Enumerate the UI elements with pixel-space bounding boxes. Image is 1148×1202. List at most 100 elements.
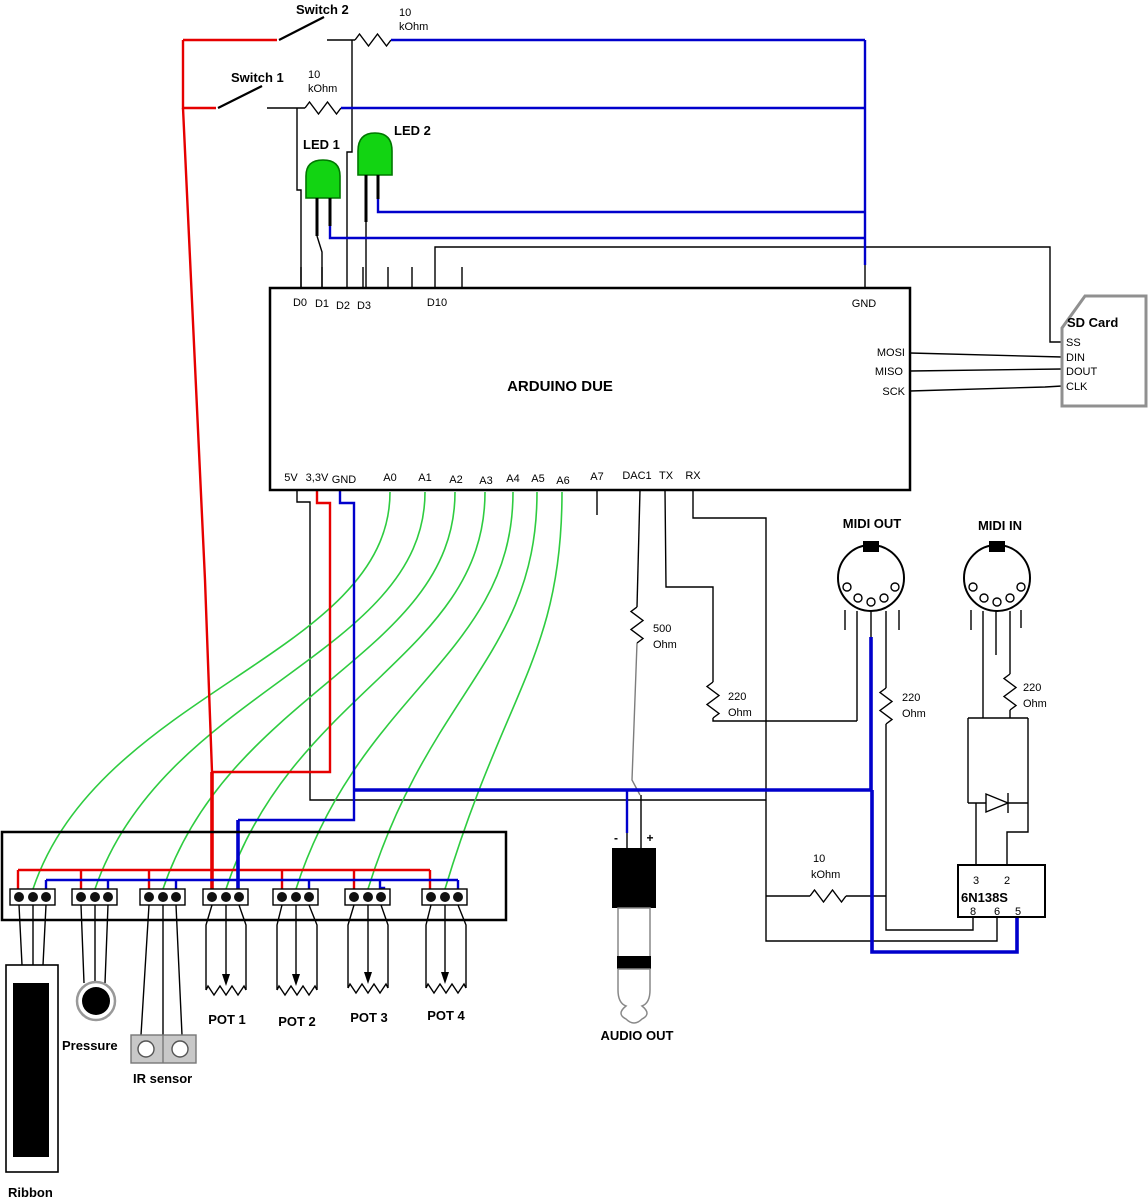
pin-label-a2: A2 — [449, 474, 462, 486]
resistor-500-unit: Ohm — [653, 639, 677, 651]
pot4-wiper-arrow — [441, 972, 449, 984]
wire-a4-block5 — [295, 491, 514, 890]
block-pin — [221, 892, 231, 902]
resistor-sw1-value: 10 — [308, 69, 320, 81]
pot1-resistor — [205, 984, 247, 997]
sd-pin-dout: DOUT — [1066, 366, 1097, 378]
component-labels: Switch 2 Switch 1 LED 1 LED 2 10 kOhm 10… — [208, 2, 1047, 1029]
wire-5v-rail — [296, 490, 766, 801]
resistor-500 — [629, 606, 645, 644]
pot3-frame — [347, 904, 389, 988]
resistor-220-midiin — [1002, 673, 1018, 711]
wire-led1-to-d1 — [316, 235, 323, 288]
wire-red-33v — [212, 490, 332, 774]
block-pin — [171, 892, 181, 902]
jack-ring-band — [617, 956, 651, 969]
block-pin — [76, 892, 86, 902]
resistor-220-midiout — [878, 687, 894, 725]
midi-out-hole — [842, 582, 852, 592]
pressure-wires — [80, 904, 109, 984]
pin-label-gnd-bottom: GND — [332, 474, 357, 486]
midi-out-notch — [863, 541, 879, 552]
ribbon-wires — [18, 904, 47, 966]
wire-midiout-220-opto8 — [885, 611, 974, 931]
wire-a1-block2 — [94, 491, 426, 890]
block-pin — [349, 892, 359, 902]
wire-blue-led1 — [328, 226, 865, 240]
connector-block — [71, 888, 118, 906]
resistor-sw2 — [354, 32, 392, 48]
block-pin — [363, 892, 373, 902]
blue-wires — [44, 38, 1019, 954]
block-pin — [426, 892, 436, 902]
wire-a3-block4 — [225, 491, 486, 890]
pot1-label: POT 1 — [208, 1012, 246, 1027]
pin-label-a5: A5 — [531, 473, 544, 485]
pin-label-tx: TX — [659, 470, 674, 482]
pin-label-d10: D10 — [427, 297, 447, 309]
red-wires — [16, 38, 432, 893]
led2-legs — [364, 175, 380, 222]
opto-pin2-label: 2 — [1004, 875, 1010, 887]
pin-label-rx: RX — [685, 470, 701, 482]
audio-out-label: AUDIO OUT — [601, 1028, 674, 1043]
arduino-top-stubs — [300, 267, 463, 288]
pot2-label: POT 2 — [278, 1014, 316, 1029]
resistor-220in-unit: Ohm — [1023, 698, 1047, 710]
opto-name: 6N138S — [961, 890, 1008, 905]
led1-legs — [315, 198, 332, 236]
opto-body — [957, 864, 1046, 918]
midi-in-label: MIDI IN — [978, 518, 1022, 533]
connector-block — [202, 888, 249, 906]
wire-a2-block3 — [162, 491, 456, 890]
block-pin — [103, 892, 113, 902]
pin-label-a6: A6 — [556, 475, 569, 487]
connector-block — [272, 888, 319, 906]
sd-pin-clk: CLK — [1066, 381, 1088, 393]
pin-label-mosi: MOSI — [877, 347, 905, 359]
resistor-sw2-unit: kOhm — [399, 21, 428, 33]
block-pin — [144, 892, 154, 902]
arduino-board — [268, 286, 912, 492]
wire-red-switch1 — [181, 40, 216, 110]
ir-eye — [137, 1040, 155, 1058]
block-pin — [453, 892, 463, 902]
wire-tx — [664, 489, 714, 682]
resistor-10k-unit: kOhm — [811, 869, 840, 881]
connector-block — [139, 888, 186, 906]
connector-blocks — [9, 888, 468, 906]
block-pin — [41, 892, 51, 902]
connector-block — [9, 888, 56, 906]
pin-label-d2: D2 — [336, 300, 350, 312]
resistor-220-tx — [705, 681, 721, 719]
pressure-sensor: Pressure — [62, 980, 118, 1053]
wire-220tx-midiout — [712, 611, 858, 722]
ir-label: IR sensor — [133, 1071, 192, 1086]
diode-icon — [985, 792, 1010, 814]
wire-loop-pin2 — [1006, 803, 1029, 865]
midi-out-hole — [853, 593, 863, 603]
block-pin — [277, 892, 287, 902]
midi-in-hole — [992, 597, 1002, 607]
jack-body — [612, 848, 656, 908]
wire-blue-opto5 — [870, 790, 1019, 954]
arduino-title: ARDUINO DUE — [507, 378, 613, 395]
wire-miso-dout — [909, 368, 1063, 372]
pressure-disc — [82, 987, 110, 1015]
midi-in-hole — [1005, 593, 1015, 603]
wire-a6-block7 — [444, 491, 563, 890]
wire-d10-to-ss — [434, 246, 1062, 343]
block-pin — [234, 892, 244, 902]
midi-out-hole — [879, 593, 889, 603]
wire-mosi-din — [909, 352, 1063, 358]
resistor-220in-value: 220 — [1023, 682, 1041, 694]
pin-label-a7: A7 — [590, 471, 603, 483]
sd-card — [1060, 294, 1148, 408]
pin-label-d1: D1 — [315, 298, 329, 310]
resistor-sw2-value: 10 — [399, 7, 411, 19]
opto-pin3-label: 3 — [973, 875, 979, 887]
jack-minus-label: - — [614, 831, 618, 845]
resistor-500-value: 500 — [653, 623, 671, 635]
resistor-220out-unit: Ohm — [902, 708, 926, 720]
black-wires — [18, 16, 1063, 1036]
